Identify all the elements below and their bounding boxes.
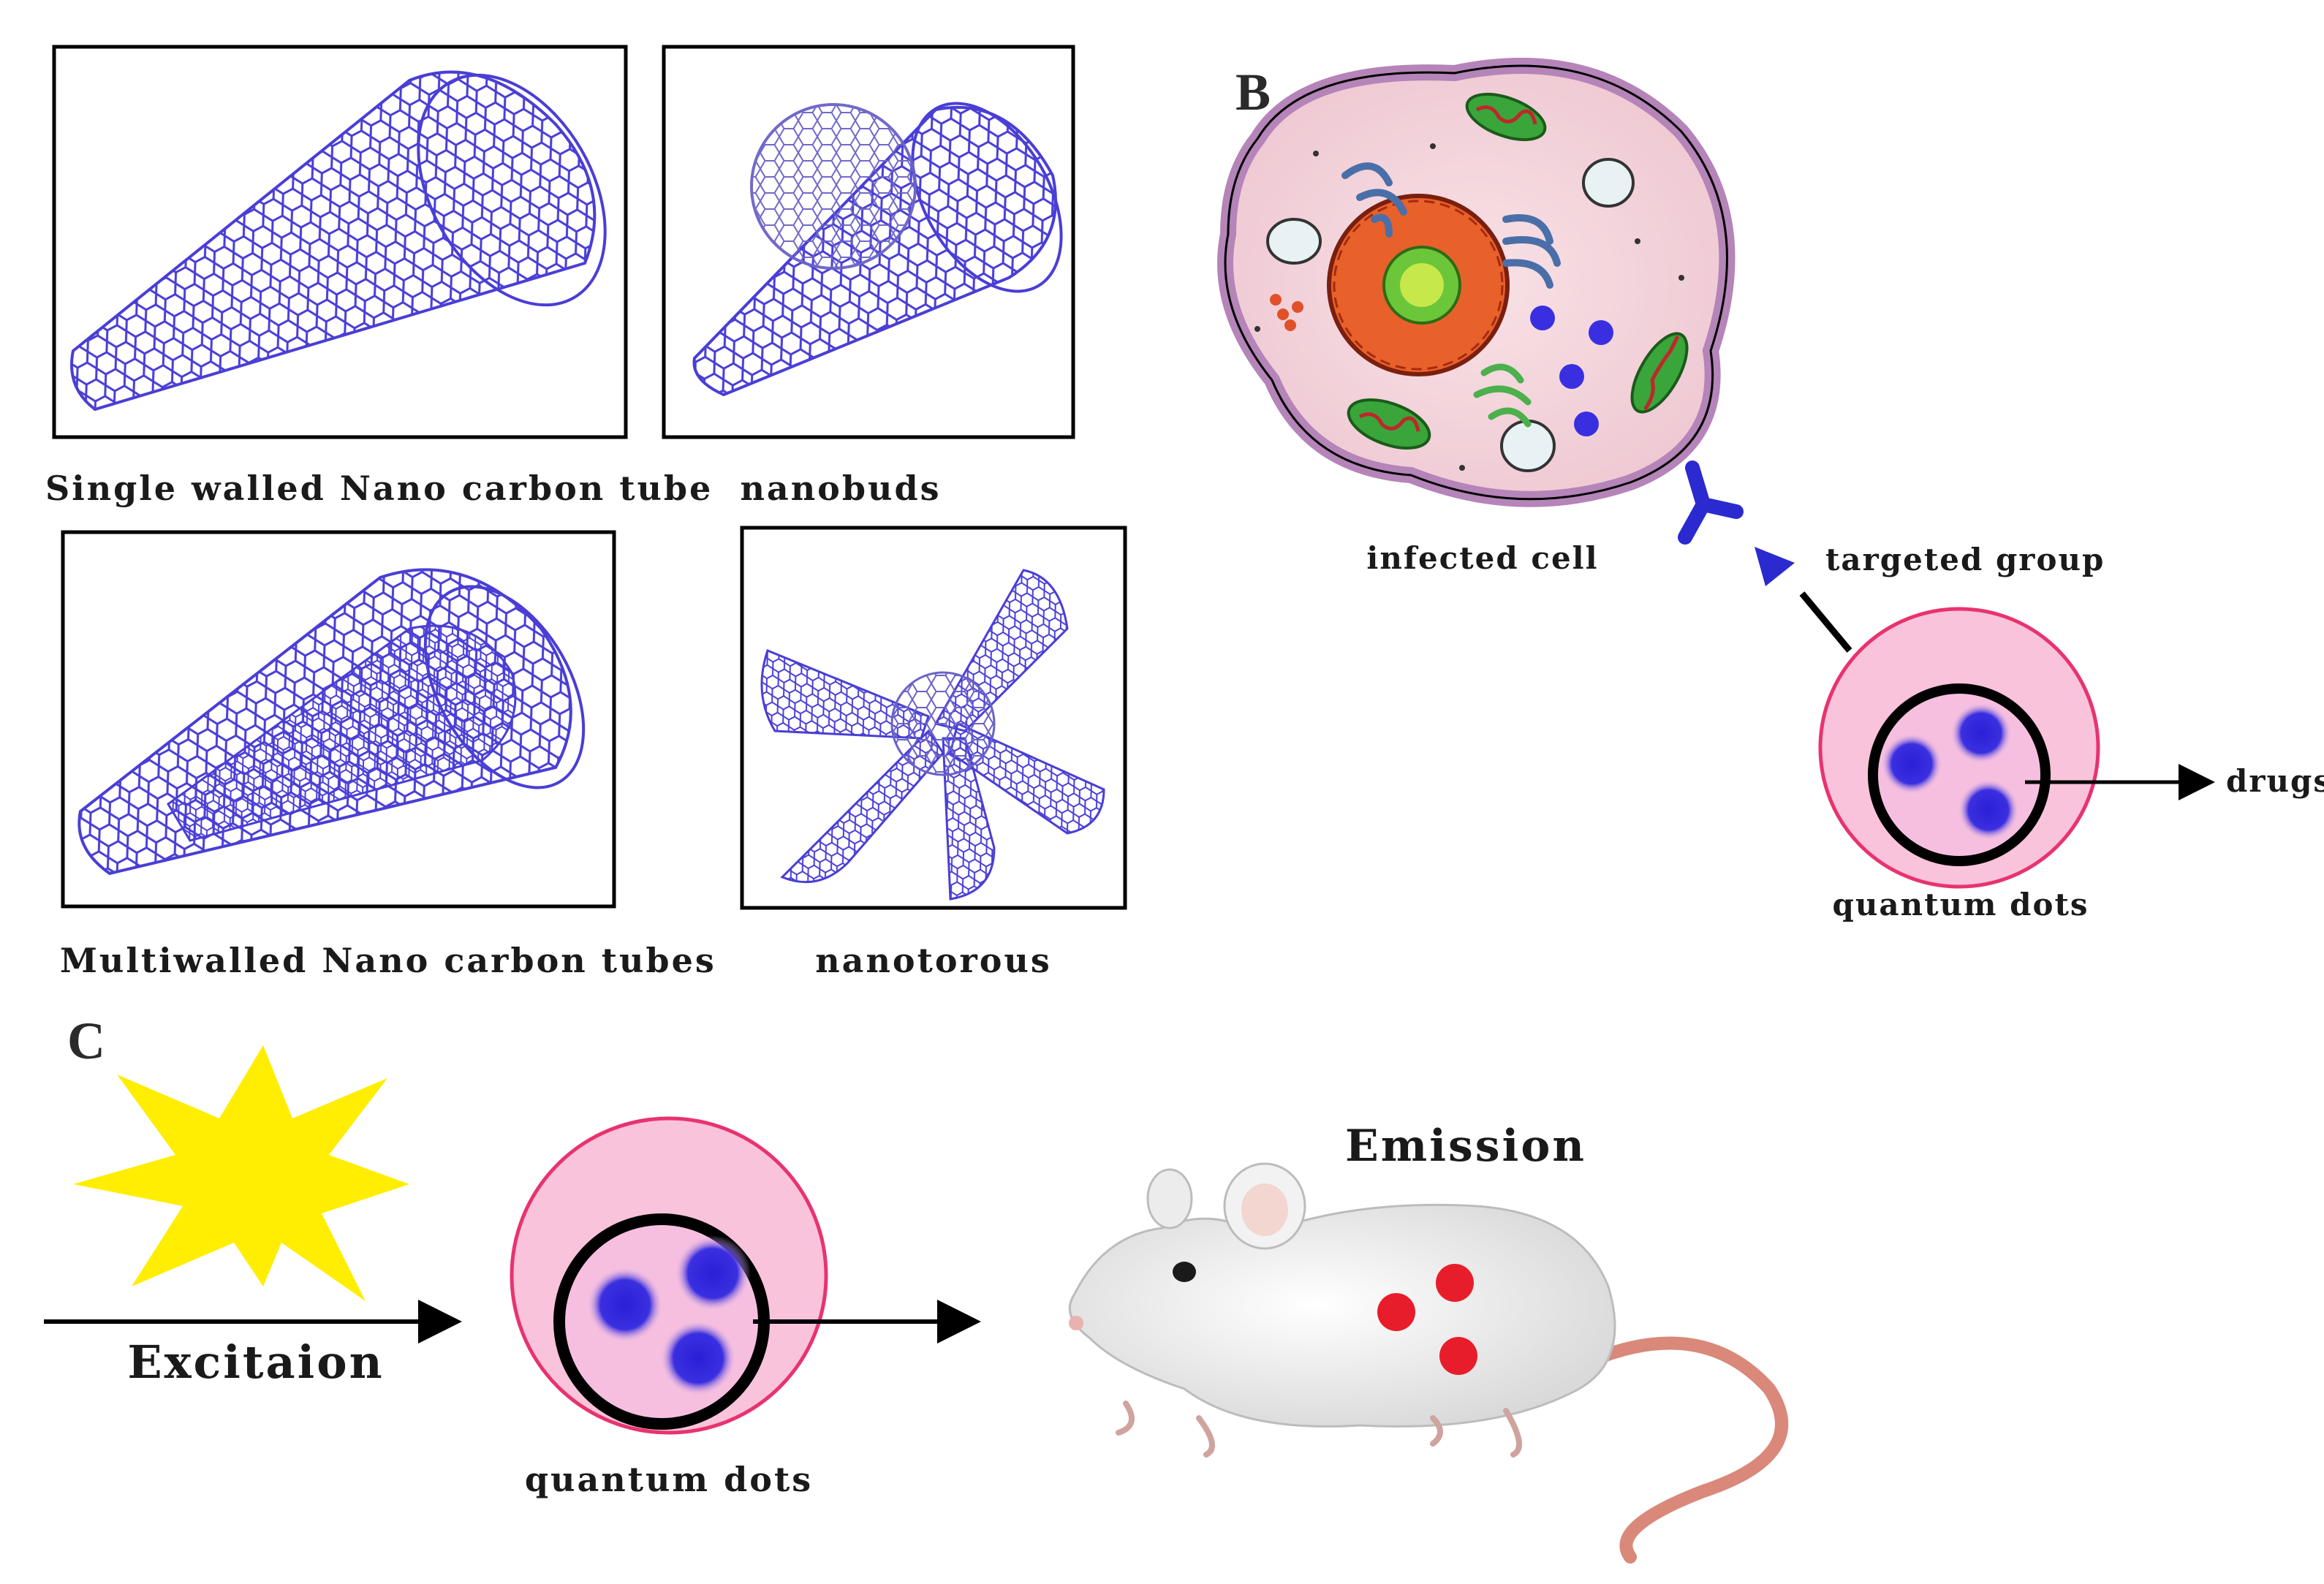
nanotorous-image (740, 526, 1127, 910)
multiwalled-nanotube-image (61, 530, 616, 909)
emission-dot (1436, 1264, 1474, 1302)
emission-label: Emission (1345, 1121, 1586, 1172)
single-walled-nanotube-image (52, 45, 628, 439)
infected-cell-label: infected cell (1366, 540, 1598, 576)
light-source-starburst (73, 1045, 409, 1301)
excitation-label: Excitaion (127, 1335, 384, 1389)
targeted-group-icon (1755, 547, 1795, 586)
mouse-eye (1173, 1262, 1196, 1282)
quantum-dot-carrier (1818, 607, 2100, 889)
receptor-icon (1678, 461, 1744, 545)
panel-c: C Excitaion quantum dots Emission (44, 1012, 1788, 1564)
single-walled-caption: Single walled Nano carbon tube (45, 469, 713, 508)
nanobuds-image (662, 45, 1075, 439)
panel-b-letter: B (1235, 63, 1271, 121)
multiwalled-caption: Multiwalled Nano carbon tubes (60, 941, 716, 980)
targeted-group-label: targeted group (1825, 542, 2105, 577)
mouse-tail (1587, 1336, 1788, 1564)
nanobuds-caption: nanobuds (740, 469, 941, 508)
nanotorous-caption: nanotorous (815, 941, 1052, 980)
panel-c-letter: C (67, 1012, 105, 1070)
panel-b: B (1217, 58, 2324, 922)
emission-dot (1439, 1337, 1477, 1375)
drugs-label: drugs (2226, 763, 2324, 799)
panel-a: A Single walled Nano carbon tube nanobud… (45, 45, 1127, 980)
emission-dot (1377, 1293, 1415, 1331)
quantum-dots-label-b: quantum dots (1832, 887, 2089, 922)
quantum-dot-particle (510, 1116, 828, 1435)
mouse-illustration (1068, 1162, 1788, 1564)
infected-cell-illustration (1217, 58, 1736, 507)
quantum-dots-label-c: quantum dots (525, 1460, 813, 1499)
